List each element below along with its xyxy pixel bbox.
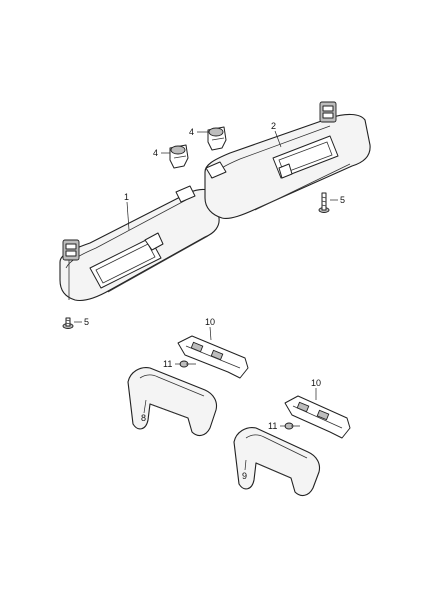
bracket-screw-front[interactable]: [284, 422, 300, 430]
callout-screw-right: 5: [340, 195, 345, 205]
visor-clip-left[interactable]: [169, 144, 189, 169]
callout-clip-left: 4: [153, 148, 158, 158]
callout-labels: 1 2 4 4 5 5 8 9 10 10 11 11: [84, 121, 345, 481]
grab-handle-front[interactable]: [233, 427, 321, 497]
sunvisor-left[interactable]: [59, 185, 220, 302]
callout-screw-left: 5: [84, 317, 89, 327]
callout-bracket-rear: 10: [205, 317, 215, 327]
bracket-screw-rear[interactable]: [179, 360, 196, 368]
screw-left[interactable]: [62, 317, 74, 329]
callout-sunvisor-right: 2: [271, 121, 276, 131]
grab-handle-rear[interactable]: [127, 367, 218, 437]
screw-right[interactable]: [318, 192, 330, 213]
handle-bracket-rear[interactable]: [177, 335, 249, 379]
callout-bracket-front: 10: [311, 378, 321, 388]
callout-bracket-screw-rear: 11: [163, 359, 172, 369]
callout-bracket-screw-front: 11: [268, 421, 277, 431]
callout-clip-right: 4: [189, 127, 194, 137]
leader-lines: [74, 130, 338, 471]
callout-grab-handle-rear: 8: [141, 413, 146, 423]
sunvisor-right[interactable]: [204, 101, 371, 219]
callout-grab-handle-front: 9: [242, 471, 247, 481]
visor-clip-right[interactable]: [207, 126, 227, 151]
handle-bracket-front[interactable]: [284, 395, 351, 439]
callout-sunvisor-left: 1: [124, 192, 129, 202]
